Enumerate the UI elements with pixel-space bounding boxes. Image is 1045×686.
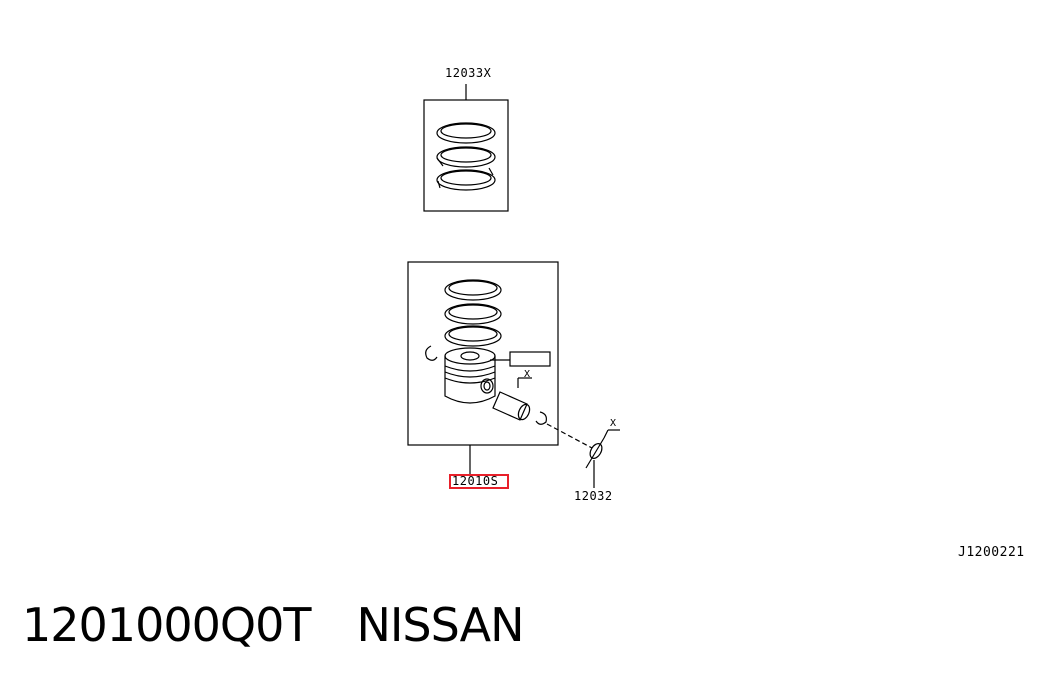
brand-name: NISSAN <box>356 598 524 652</box>
label-snap-ring: 12032 <box>574 489 613 503</box>
part-label-box <box>490 351 551 367</box>
snap-ring-right-icon <box>535 411 547 425</box>
label-piston-assembly: 12010S <box>452 474 499 488</box>
part-number: 1201000Q0T <box>22 598 311 652</box>
piston-rings-icon <box>436 122 496 191</box>
highlight-box <box>449 474 509 489</box>
piston-rings-upper-icon <box>444 279 502 347</box>
part-caption: 1201000Q0T NISSAN <box>22 598 525 652</box>
piston-pin-icon <box>492 377 532 421</box>
label-reference: J1200221 <box>958 545 1025 560</box>
snap-ring-clip-icon <box>585 429 620 488</box>
dashed-leader <box>546 423 593 449</box>
piston-assembly-box <box>407 261 559 446</box>
piston-icon <box>444 347 496 404</box>
label-pin-mark: X <box>524 369 531 380</box>
label-clip-mark: X <box>610 418 617 429</box>
parts-diagram <box>407 84 620 488</box>
snap-ring-left-icon <box>425 345 438 361</box>
label-ring-set: 12033X <box>445 66 492 80</box>
ring-set-box <box>423 99 509 212</box>
